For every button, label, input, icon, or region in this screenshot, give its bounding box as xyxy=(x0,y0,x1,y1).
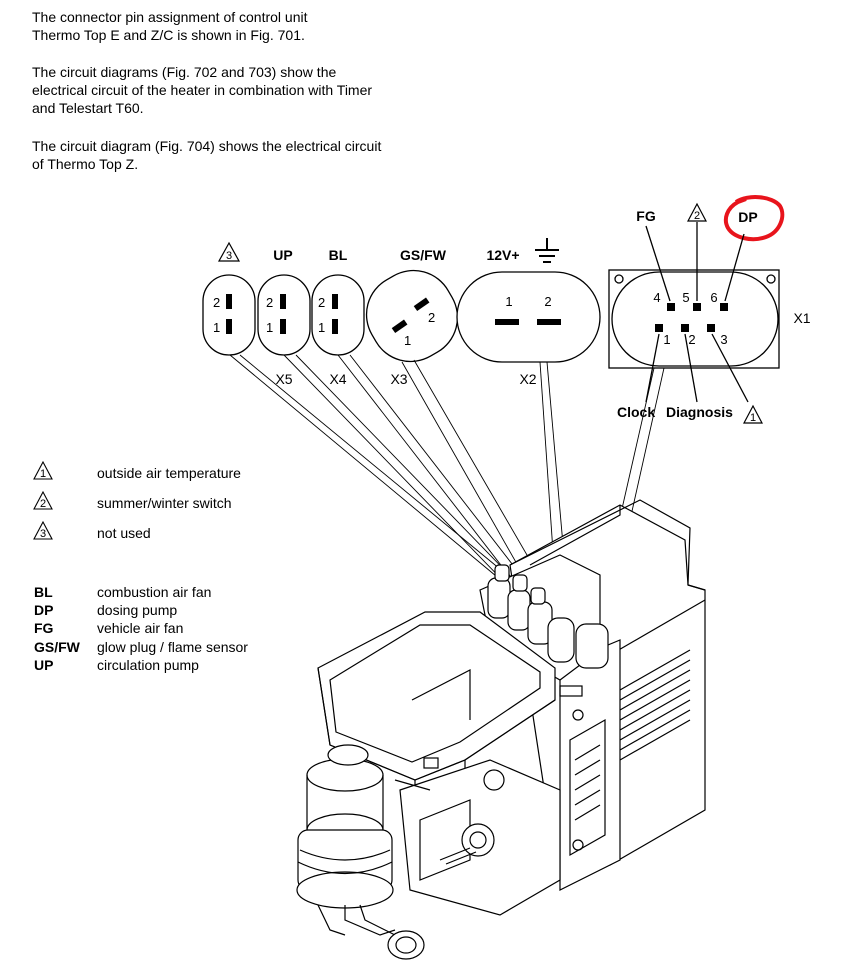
svg-text:6: 6 xyxy=(710,290,717,305)
svg-text:3: 3 xyxy=(720,332,727,347)
connector-x4: 2 1 xyxy=(311,274,365,356)
abbr-up: UP xyxy=(34,657,54,673)
svg-text:1: 1 xyxy=(318,320,325,335)
svg-text:1: 1 xyxy=(404,333,411,348)
svg-text:1: 1 xyxy=(505,294,512,309)
connector-x2: 1 2 xyxy=(456,271,601,363)
intro-line: The connector pin assignment of control … xyxy=(32,9,308,25)
x2-label: X2 xyxy=(519,371,536,387)
warning-triangle-icon: 2 xyxy=(687,202,707,222)
x4-top-label: BL xyxy=(329,247,348,263)
heater-unit-illustration xyxy=(296,499,706,960)
x5-top-label: UP xyxy=(273,247,292,263)
warning-triangle-icon: 3 xyxy=(217,241,241,262)
abbr-gsfw-desc: glow plug / flame sensor xyxy=(97,639,248,655)
abbr-bl-desc: combustion air fan xyxy=(97,584,212,600)
x5-label: X5 xyxy=(275,371,292,387)
svg-text:2: 2 xyxy=(266,295,273,310)
svg-text:4: 4 xyxy=(653,290,660,305)
dp-highlight-circle xyxy=(723,195,785,242)
abbr-up-desc: circulation pump xyxy=(97,657,199,673)
intro-paragraph-2: The circuit diagrams (Fig. 702 and 703) … xyxy=(32,63,452,117)
svg-text:2: 2 xyxy=(318,295,325,310)
intro-line: of Thermo Top Z. xyxy=(32,156,139,172)
x4-label: X4 xyxy=(329,371,346,387)
connector-x5: 2 1 xyxy=(257,274,311,356)
intro-line: The circuit diagram (Fig. 704) shows the… xyxy=(32,138,382,154)
abbr-dp-desc: dosing pump xyxy=(97,602,178,618)
x2-top-label: 12V+ xyxy=(486,247,519,263)
legend-symbols: 1 2 3 xyxy=(33,460,53,540)
legend-summer-winter: summer/winter switch xyxy=(97,495,232,511)
legend-not-used: not used xyxy=(97,525,151,541)
ground-icon xyxy=(535,238,559,263)
connector-x6: 2 1 xyxy=(202,274,256,356)
svg-text:1: 1 xyxy=(266,320,273,335)
svg-text:3: 3 xyxy=(40,528,46,540)
intro-line: and Telestart T60. xyxy=(32,100,144,116)
svg-text:2: 2 xyxy=(428,310,435,325)
x1-label: X1 xyxy=(793,310,810,326)
warning-triangle-icon: 1 xyxy=(33,460,53,480)
x1-fg-label: FG xyxy=(636,208,656,224)
svg-text:2: 2 xyxy=(213,295,220,310)
svg-text:1: 1 xyxy=(663,332,670,347)
warning-triangle-icon: 1 xyxy=(743,404,763,424)
intro-paragraph-1: The connector pin assignment of control … xyxy=(32,8,452,44)
abbr-dp: DP xyxy=(34,602,54,618)
svg-text:2: 2 xyxy=(40,498,46,510)
svg-text:2: 2 xyxy=(688,332,695,347)
svg-text:3: 3 xyxy=(226,250,232,262)
connector-x3: 2 1 xyxy=(365,269,459,363)
abbr-fg-desc: vehicle air fan xyxy=(97,620,184,636)
legend-outside-air: outside air temperature xyxy=(97,465,241,481)
intro-line: The circuit diagrams (Fig. 702 and 703) … xyxy=(32,64,337,80)
x3-top-label: GS/FW xyxy=(400,247,447,263)
svg-text:1: 1 xyxy=(213,320,220,335)
abbr-gsfw: GS/FW xyxy=(34,639,80,655)
warning-triangle-icon: 2 xyxy=(33,490,53,510)
svg-text:2: 2 xyxy=(544,294,551,309)
abbr-fg: FG xyxy=(34,620,54,636)
intro-line: electrical circuit of the heater in comb… xyxy=(32,82,373,98)
leader-lines xyxy=(229,354,665,633)
svg-text:1: 1 xyxy=(40,468,46,480)
intro-paragraph-3: The circuit diagram (Fig. 704) shows the… xyxy=(32,137,452,173)
intro-line: Thermo Top E and Z/C is shown in Fig. 70… xyxy=(32,27,305,43)
svg-text:2: 2 xyxy=(694,210,700,222)
connector-x1: 4 5 6 1 2 3 xyxy=(608,269,780,369)
x3-label: X3 xyxy=(390,371,407,387)
svg-text:5: 5 xyxy=(682,290,689,305)
abbr-bl: BL xyxy=(34,584,53,600)
x1-dp-label: DP xyxy=(738,209,757,225)
svg-text:1: 1 xyxy=(750,412,756,424)
x1-diagnosis-label: Diagnosis xyxy=(666,404,733,420)
warning-triangle-icon: 3 xyxy=(33,520,53,540)
x1-clock-label: Clock xyxy=(617,404,655,420)
